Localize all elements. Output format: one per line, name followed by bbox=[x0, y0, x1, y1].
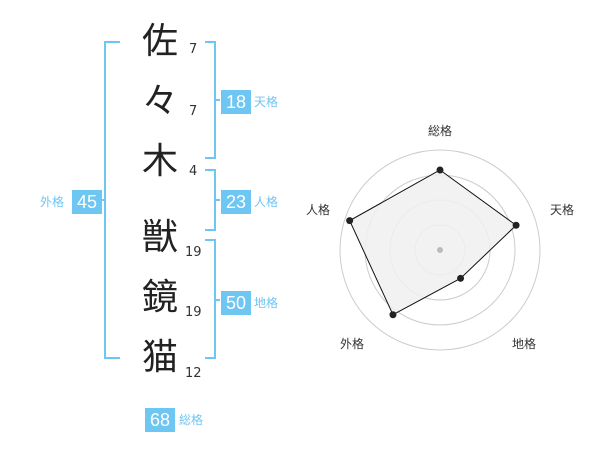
chikaku-label: 地格 bbox=[254, 296, 279, 310]
radar-label-gaikaku: 外格 bbox=[340, 337, 365, 351]
radar-label-chikaku: 地格 bbox=[512, 337, 537, 351]
radar-point-2 bbox=[512, 221, 520, 229]
tenkaku-score: 18 bbox=[221, 90, 251, 114]
stroke-count-3: 4 bbox=[189, 164, 198, 179]
chikaku-bracket bbox=[205, 239, 220, 359]
radar-label-soukaku: 総格 bbox=[428, 124, 453, 138]
radar-point-1 bbox=[436, 166, 444, 174]
stroke-count-2: 7 bbox=[189, 104, 198, 119]
soukaku-label: 総格 bbox=[179, 413, 204, 427]
stroke-count-6: 12 bbox=[185, 366, 202, 381]
jinkaku-label: 人格 bbox=[254, 195, 279, 209]
radar-point-4 bbox=[389, 311, 397, 319]
name-char-6: 猫 bbox=[141, 337, 178, 378]
gaikaku-label: 外格 bbox=[40, 195, 65, 209]
soukaku-score: 68 bbox=[145, 408, 175, 432]
name-char-3: 木 bbox=[141, 141, 178, 182]
gaikaku-score: 45 bbox=[72, 190, 102, 214]
radar-center-dot bbox=[437, 247, 443, 253]
radar-grid-ring bbox=[339, 149, 541, 351]
stroke-count-5: 19 bbox=[185, 305, 202, 320]
name-char-1: 佐 bbox=[141, 21, 178, 62]
radar-label-tenkaku: 天格 bbox=[550, 203, 575, 217]
chikaku-score: 50 bbox=[221, 291, 251, 315]
radar-point-3 bbox=[457, 274, 465, 282]
tenkaku-bracket bbox=[205, 41, 220, 159]
stroke-count-1: 7 bbox=[189, 42, 198, 57]
name-char-2: 々 bbox=[141, 81, 178, 122]
stroke-count-4: 19 bbox=[185, 245, 202, 260]
radar-series-polygon bbox=[349, 169, 517, 316]
name-char-5: 鏡 bbox=[141, 277, 178, 318]
tenkaku-label: 天格 bbox=[254, 95, 279, 109]
name-char-4: 獣 bbox=[141, 217, 178, 258]
radar-point-5 bbox=[346, 217, 354, 225]
jinkaku-bracket bbox=[205, 169, 220, 231]
radar-label-jinkaku: 人格 bbox=[306, 203, 331, 217]
jinkaku-score: 23 bbox=[221, 190, 251, 214]
